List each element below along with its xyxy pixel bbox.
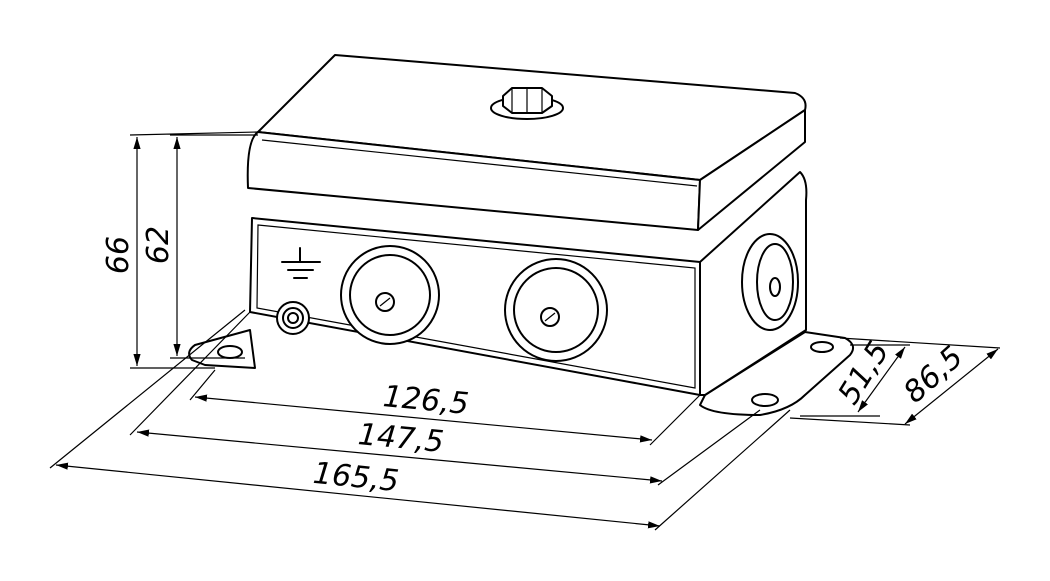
box-lid [246, 54, 807, 231]
lid-bolt [490, 87, 564, 120]
cable-gland-right [504, 258, 608, 362]
cable-gland-left [340, 245, 440, 345]
ground-terminal [276, 301, 310, 335]
dim-66: 66 [101, 236, 136, 274]
dimension-vertical: 66 62 [101, 131, 259, 369]
left-mounting-foot [188, 329, 256, 369]
dim-62: 62 [141, 226, 176, 264]
dim-86-5: 86,5 [897, 340, 970, 411]
right-mounting-foot [699, 331, 855, 416]
dim-126-5: 126,5 [381, 379, 470, 422]
dim-165-5: 165,5 [311, 456, 400, 499]
ground-icon [281, 247, 321, 279]
cable-gland-side [741, 233, 799, 331]
dimension-horizontal: 126,5 147,5 165,5 [49, 309, 791, 531]
dim-147-5: 147,5 [356, 417, 445, 460]
